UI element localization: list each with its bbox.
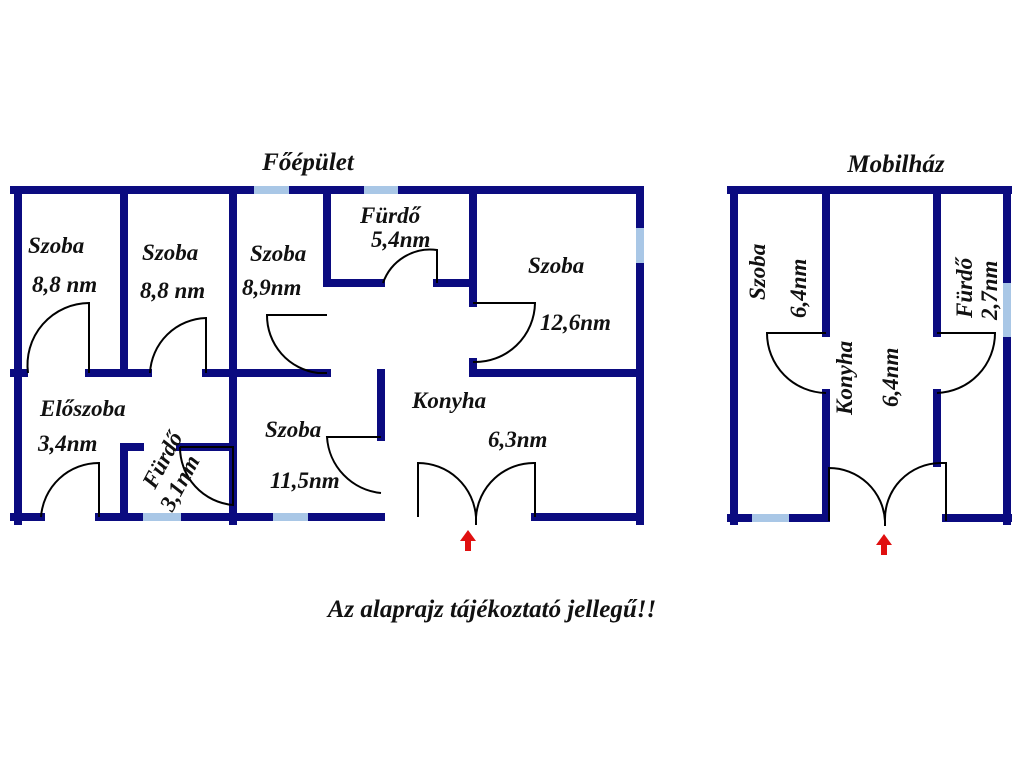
room-area: 5,4nm — [371, 227, 430, 252]
mobile-room-labels: Szoba 6,4nm Konyha 6,4nm Fürdő 2,7nm — [745, 244, 1002, 416]
mobile-entrance-arrow-icon — [876, 534, 892, 555]
room-name: Konyha — [832, 341, 857, 416]
room-name: Konyha — [411, 388, 486, 413]
mobile-home: Mobilház Szoba 6,4nm Konyha 6,4nm Fürdő … — [727, 151, 1012, 555]
room-area: 3,4nm — [37, 431, 97, 456]
room-name: Szoba — [142, 240, 198, 265]
mobile-windows — [752, 283, 1011, 522]
room-name: Szoba — [265, 417, 321, 442]
room-area: 6,4nm — [878, 348, 903, 407]
room-area: 8,9nm — [242, 275, 301, 300]
main-building: Főépület Szoba 8,8 nm Szoba — [10, 149, 644, 551]
room-area: 11,5nm — [270, 468, 340, 493]
room-name: Szoba — [28, 233, 84, 258]
room-name: Fürdő — [952, 256, 977, 319]
room-area: 6,4nm — [786, 259, 811, 318]
main-room-labels: Szoba 8,8 nm Szoba 8,8 nm Szoba 8,9nm Fü… — [28, 203, 611, 516]
disclaimer: Az alaprajz tájékoztató jellegű!! — [326, 596, 657, 623]
mobile-doors — [765, 332, 997, 526]
mobile-walls — [727, 186, 1012, 525]
room-area: 6,3nm — [488, 427, 547, 452]
main-windows — [143, 186, 644, 521]
main-building-title: Főépület — [261, 149, 355, 176]
room-name: Előszoba — [39, 396, 126, 421]
main-doors — [26, 248, 537, 525]
main-entrance-arrow-icon — [460, 530, 476, 551]
room-name: Fürdő — [359, 203, 422, 228]
room-name: Szoba — [250, 241, 306, 266]
room-name: Szoba — [745, 244, 770, 300]
room-area: 8,8 nm — [32, 272, 97, 297]
mobile-home-title: Mobilház — [846, 151, 945, 178]
room-name: Szoba — [528, 253, 584, 278]
room-area: 2,7nm — [977, 261, 1002, 321]
room-area: 12,6nm — [540, 310, 611, 335]
room-area: 8,8 nm — [140, 278, 205, 303]
